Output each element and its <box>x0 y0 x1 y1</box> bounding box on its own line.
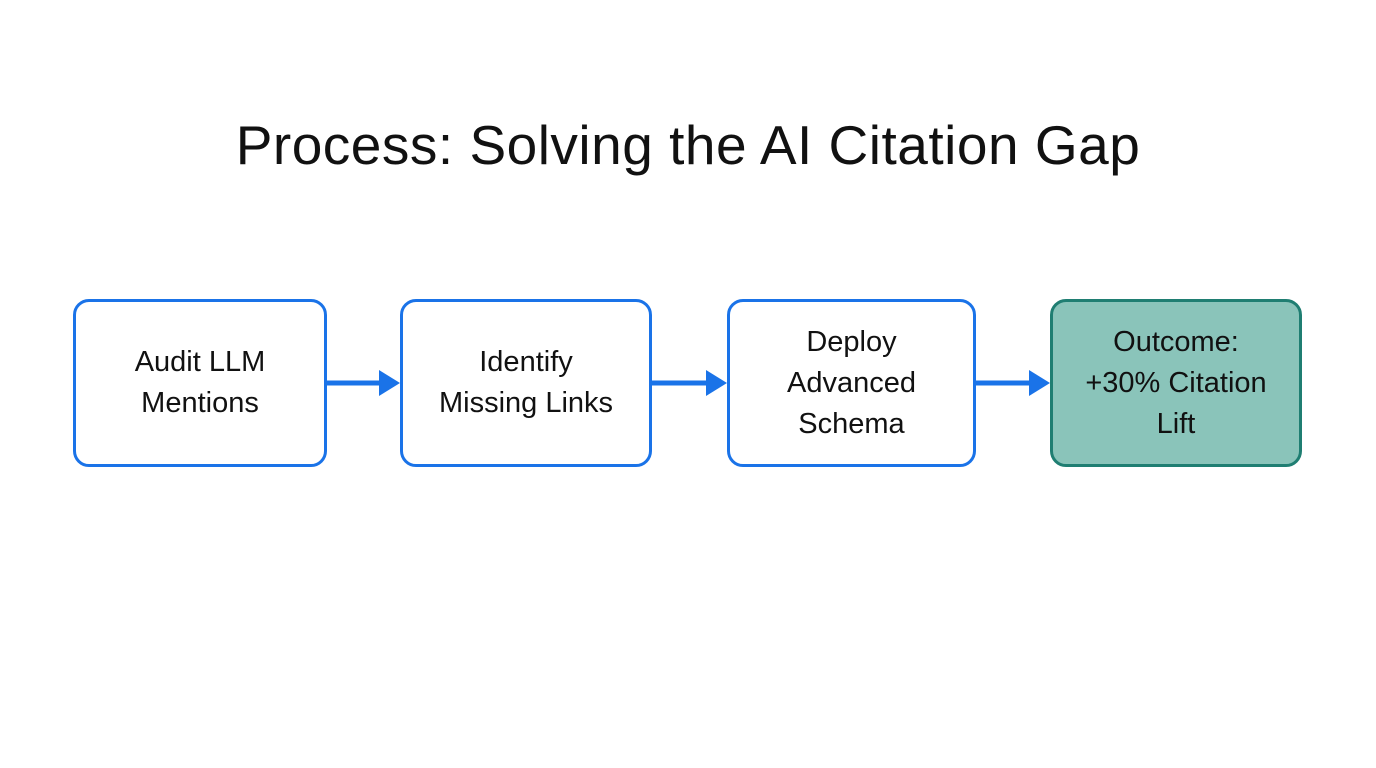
step-label-line: Audit LLM <box>134 346 266 378</box>
step-label-line: +30% Citation <box>1085 366 1267 399</box>
arrow-right-icon <box>652 368 727 398</box>
step-label: Identify Missing Links <box>439 342 613 424</box>
step-label-line: Mentions <box>141 387 259 419</box>
flow-step-audit-llm-mentions: Audit LLM Mentions <box>73 299 327 467</box>
flow-step-identify-missing-links: Identify Missing Links <box>400 299 652 467</box>
step-label-line: Deploy <box>806 325 897 358</box>
step-label-line: Identify <box>479 346 573 378</box>
step-label-line: Lift <box>1156 407 1196 440</box>
step-label-line: Missing Links <box>438 387 614 419</box>
arrow-right-icon <box>327 368 400 398</box>
step-label: Outcome: +30% Citation Lift <box>1085 322 1266 445</box>
flow-step-outcome-citation-lift: Outcome: +30% Citation Lift <box>1050 299 1302 467</box>
page-title: Process: Solving the AI Citation Gap <box>235 113 1141 176</box>
step-label: Deploy Advanced Schema <box>787 322 916 445</box>
arrow-right-icon <box>975 368 1050 398</box>
step-label-line: Schema <box>798 407 905 440</box>
step-label: Audit LLM Mentions <box>135 342 266 424</box>
flow-step-deploy-advanced-schema: Deploy Advanced Schema <box>727 299 976 467</box>
step-label-line: Outcome: <box>1113 325 1239 358</box>
step-label-line: Advanced <box>787 366 916 399</box>
